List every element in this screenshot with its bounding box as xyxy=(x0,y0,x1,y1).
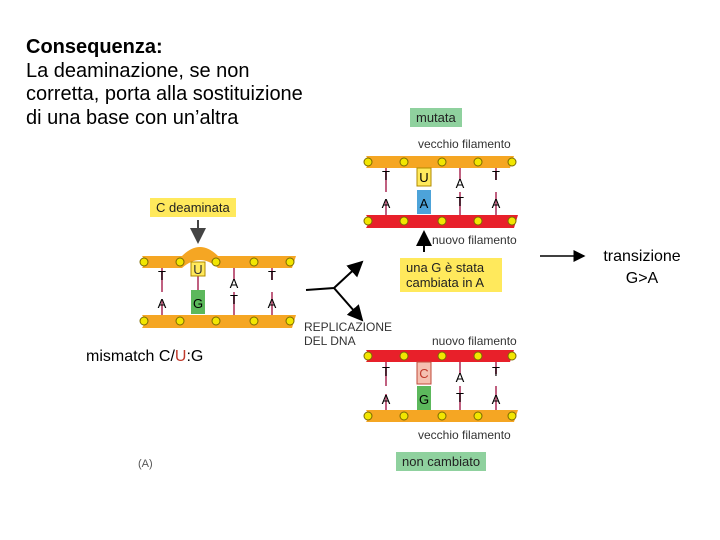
rb-top-base-3: A xyxy=(456,370,465,385)
mismatch-suffix: :G xyxy=(186,348,204,365)
unchanged-label: non cambiato xyxy=(396,452,487,471)
left-top-base-1: T xyxy=(158,268,166,283)
mismatch-label: mismatch C/U:G xyxy=(86,348,203,366)
transition-line-2: G>A xyxy=(625,270,659,287)
mismatch-prefix: mismatch C/ xyxy=(86,348,175,365)
replication-fork xyxy=(305,260,364,322)
transition-line-1: transizione xyxy=(603,248,681,265)
rt-top-base-1: T xyxy=(382,168,390,183)
left-top-base-2: U xyxy=(193,262,202,277)
left-bottom-base-2: G xyxy=(193,296,203,311)
left-helix: T U A T A G T A xyxy=(139,220,296,328)
rb-bottom-base-2: G xyxy=(419,392,429,407)
replication-label: REPLICAZIONE DEL DNA xyxy=(304,320,392,348)
title-block: Consequenza: La deaminazione, se non cor… xyxy=(26,36,386,130)
rt-bottom-base-1: A xyxy=(382,196,391,211)
left-bottom-base-1: A xyxy=(158,296,167,311)
replication-line-1: REPLICAZIONE xyxy=(304,320,393,334)
rt-bottom-base-2: A xyxy=(420,196,429,211)
rb-bottom-base-1: A xyxy=(382,392,391,407)
rt-bottom-base-3: T xyxy=(456,194,464,209)
left-u-base xyxy=(190,261,206,277)
title-heading: Consequenza: xyxy=(26,36,163,58)
rb-top-base-4: T xyxy=(492,364,500,379)
left-top-base-4: T xyxy=(268,268,276,283)
left-dots xyxy=(139,257,295,326)
mismatch-u: U xyxy=(174,348,187,365)
right-bottom-helix: T C A T A G T A xyxy=(363,350,518,422)
transition-label: transizione G>A xyxy=(582,246,702,290)
right-bottom-g-base xyxy=(417,386,431,410)
old-strand-bottom-label: vecchio filamento xyxy=(418,428,511,442)
mutation-note-line-2: cambiata in A xyxy=(406,275,485,290)
rt-bottom-base-4: A xyxy=(492,196,501,211)
rb-top-base-1: T xyxy=(382,364,390,379)
mutation-note: una G è stata cambiata in A xyxy=(400,258,502,292)
title-line-2: corretta, porta alla sostituizione xyxy=(26,83,303,105)
new-strand-bottom-label: nuovo filamento xyxy=(432,334,517,348)
rt-top-base-4: T xyxy=(492,168,500,183)
mutated-label: mutata xyxy=(410,108,462,127)
left-g-base xyxy=(191,290,205,314)
c-deaminated-label: C deaminata xyxy=(150,198,236,217)
title-line-1: La deaminazione, se non xyxy=(26,59,250,82)
rt-top-base-2: U xyxy=(419,170,428,185)
left-bottom-base-4: A xyxy=(268,296,277,311)
right-top-u-base xyxy=(416,167,432,187)
right-top-helix: T U A T A A T A xyxy=(363,156,518,252)
right-top-a-base xyxy=(417,190,431,214)
rb-bottom-base-4: A xyxy=(492,392,501,407)
old-strand-top-label: vecchio filamento xyxy=(418,137,511,151)
right-bottom-c-base xyxy=(416,361,432,385)
title-line-3: di una base con un’altra xyxy=(26,106,239,129)
rb-top-base-2: C xyxy=(419,366,428,381)
left-bottom-base-3: T xyxy=(230,292,238,307)
mutation-note-line-1: una G è stata xyxy=(406,260,485,275)
figure-label: (A) xyxy=(138,458,153,470)
left-top-base-3: A xyxy=(230,276,239,291)
rt-top-base-3: A xyxy=(456,176,465,191)
new-strand-top-label: nuovo filamento xyxy=(432,233,517,247)
replication-line-2: DEL DNA xyxy=(304,334,356,348)
rb-bottom-base-3: T xyxy=(456,390,464,405)
left-connectors xyxy=(161,268,273,315)
